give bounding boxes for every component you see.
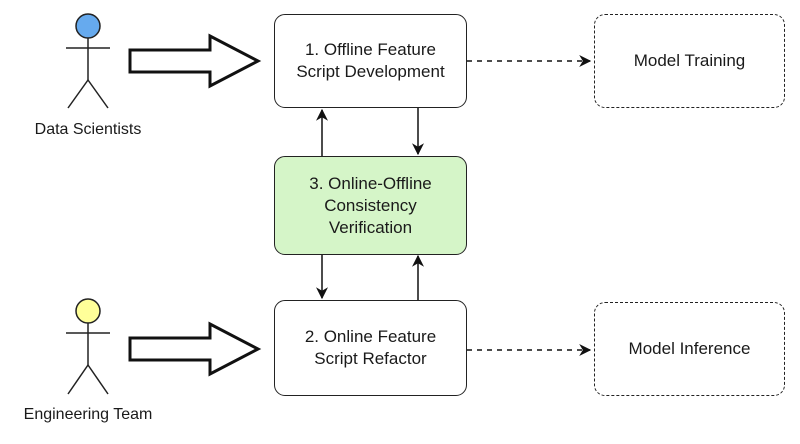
engineering-team-actor-icon bbox=[66, 298, 110, 395]
model-inference-box[interactable]: Model Inference bbox=[594, 302, 785, 396]
offline-feature-script-development-box[interactable]: 1. Offline Feature Script Development bbox=[274, 14, 467, 108]
engineering-team-label: Engineering Team bbox=[23, 406, 153, 423]
data-scientists-label: Data Scientists bbox=[34, 121, 142, 138]
data-scientist-head bbox=[75, 13, 101, 39]
consistency-verification-box[interactable]: 3. Online-Offline Consistency Verificati… bbox=[274, 156, 467, 255]
block-arrow-engineering-team bbox=[128, 321, 262, 377]
block-arrow-data-scientists bbox=[128, 33, 262, 89]
online-feature-script-refactor-box[interactable]: 2. Online Feature Script Refactor bbox=[274, 300, 467, 396]
data-scientist-actor-icon bbox=[66, 13, 110, 109]
model-training-box[interactable]: Model Training bbox=[594, 14, 785, 108]
engineering-team-head bbox=[75, 298, 101, 324]
